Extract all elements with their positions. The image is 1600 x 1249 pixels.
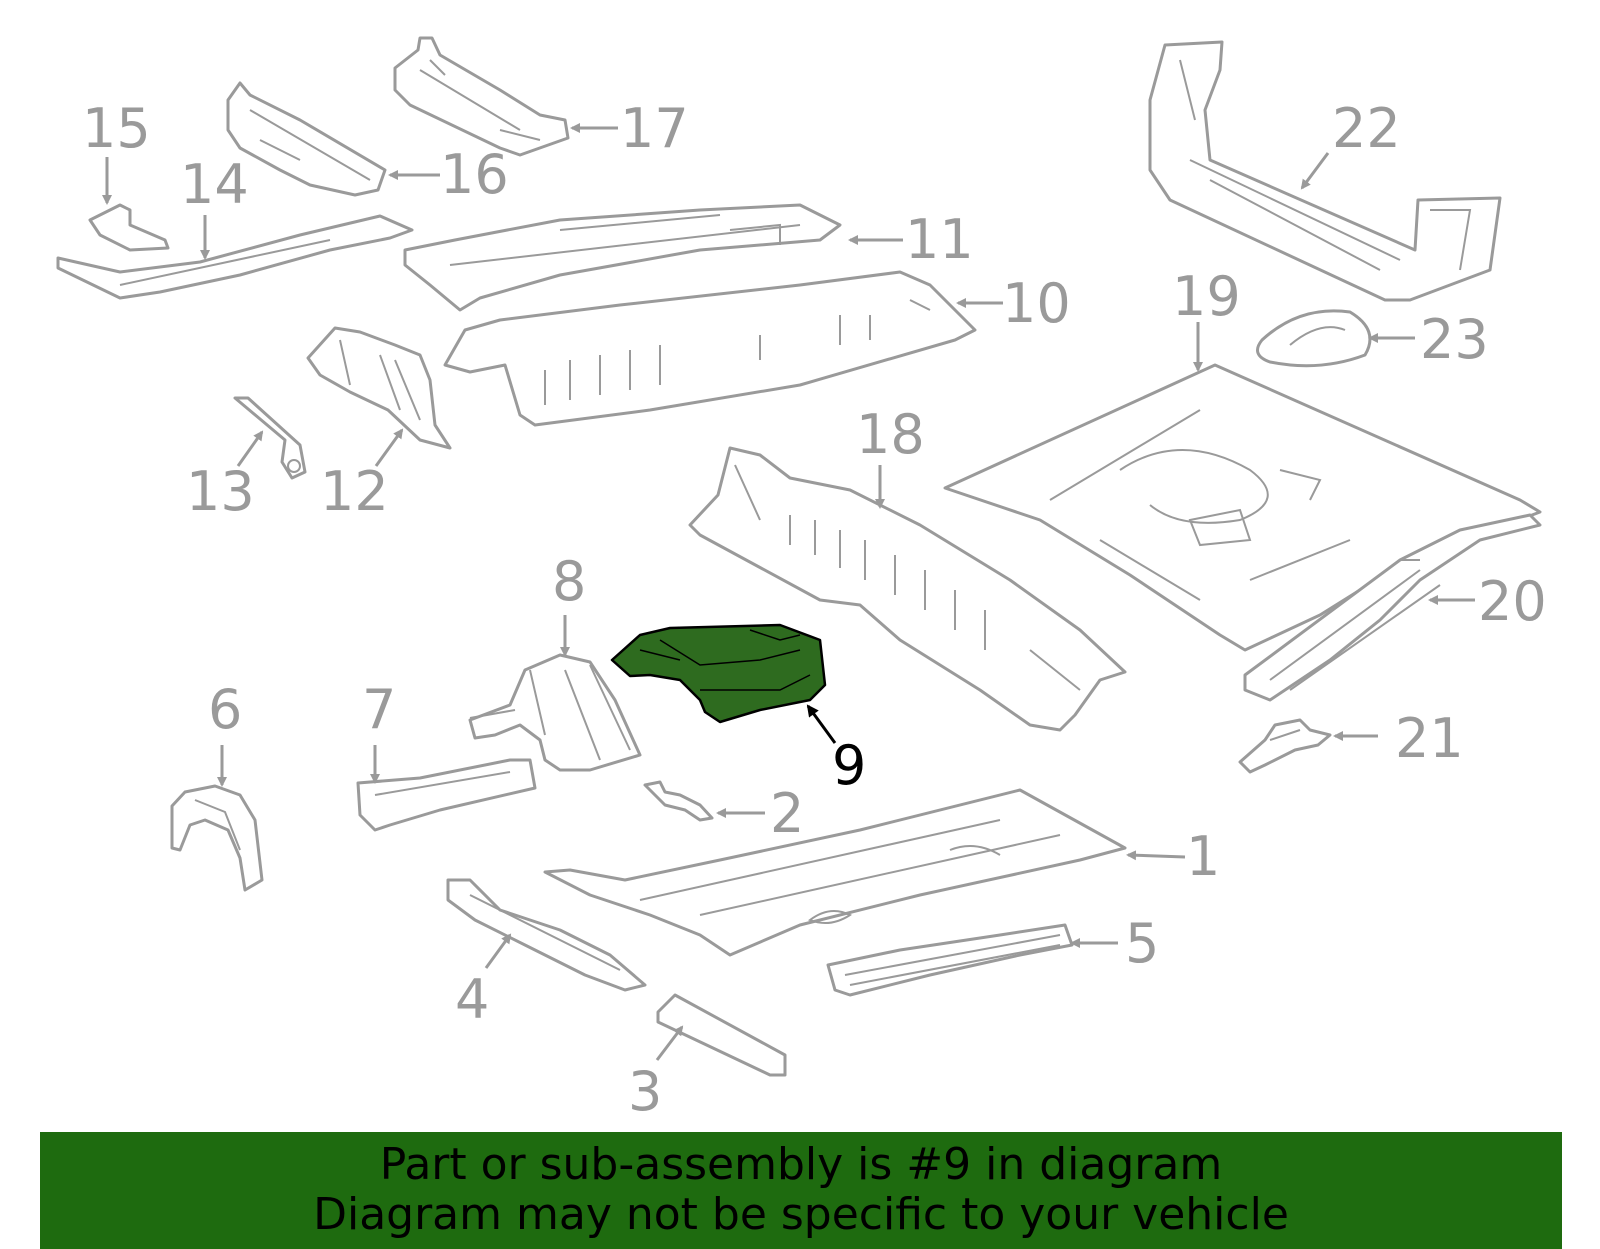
part-13[interactable] [233,396,307,480]
callout-22: 22 [1332,97,1401,160]
part-12[interactable] [306,326,452,450]
callout-5: 5 [1125,912,1159,975]
callout-21: 21 [1395,707,1464,770]
callout-13: 13 [186,460,255,523]
callout-19: 19 [1172,265,1241,328]
info-banner: Part or sub-assembly is #9 in diagram Di… [40,1132,1562,1249]
part-7[interactable] [356,758,537,832]
part-11[interactable] [403,203,842,312]
callout-10: 10 [1002,272,1071,335]
part-17[interactable] [393,36,570,157]
callout-11: 11 [905,208,974,271]
callout-23: 23 [1420,308,1489,371]
callout-14: 14 [180,153,249,216]
callout-3: 3 [628,1060,662,1123]
part-22[interactable] [1148,40,1502,302]
part-23[interactable] [1256,309,1372,368]
part-14[interactable] [56,214,414,300]
leader-lines [102,123,1475,1061]
callout-18: 18 [856,403,925,466]
part-18[interactable] [688,446,1127,732]
banner-line-disclaimer: Diagram may not be specific to your vehi… [313,1189,1289,1240]
part-3[interactable] [656,993,787,1077]
parts-diagram: 1 2 3 4 5 6 7 8 9 10 11 12 13 14 15 16 1… [56,36,1547,1123]
part-20[interactable] [1243,513,1542,702]
banner-line-part: Part or sub-assembly is #9 in diagram [379,1139,1223,1190]
callout-12: 12 [320,460,389,523]
callout-2: 2 [770,782,804,845]
part-15[interactable] [88,203,170,252]
callout-4: 4 [455,968,489,1031]
callout-17: 17 [620,97,689,160]
part-2[interactable] [643,780,714,822]
part-6[interactable] [170,784,264,892]
part-21[interactable] [1238,718,1332,774]
callout-labels: 1 2 3 4 5 6 7 8 9 10 11 12 13 14 15 16 1… [82,97,1547,1123]
part-9-highlighted[interactable] [610,623,827,724]
part-16[interactable] [226,81,387,197]
callout-20: 20 [1478,570,1547,633]
callout-15: 15 [82,97,151,160]
part-8[interactable] [468,653,642,772]
part-5[interactable] [826,923,1074,997]
callout-7: 7 [362,678,396,741]
part-4[interactable] [446,878,647,992]
callout-8: 8 [552,550,586,613]
callout-16: 16 [440,143,509,206]
part-1[interactable] [543,788,1127,957]
callout-9: 9 [832,734,866,797]
callout-6: 6 [208,678,242,741]
part-10[interactable] [443,270,977,427]
part-19[interactable] [943,363,1542,652]
callout-1: 1 [1186,825,1220,888]
